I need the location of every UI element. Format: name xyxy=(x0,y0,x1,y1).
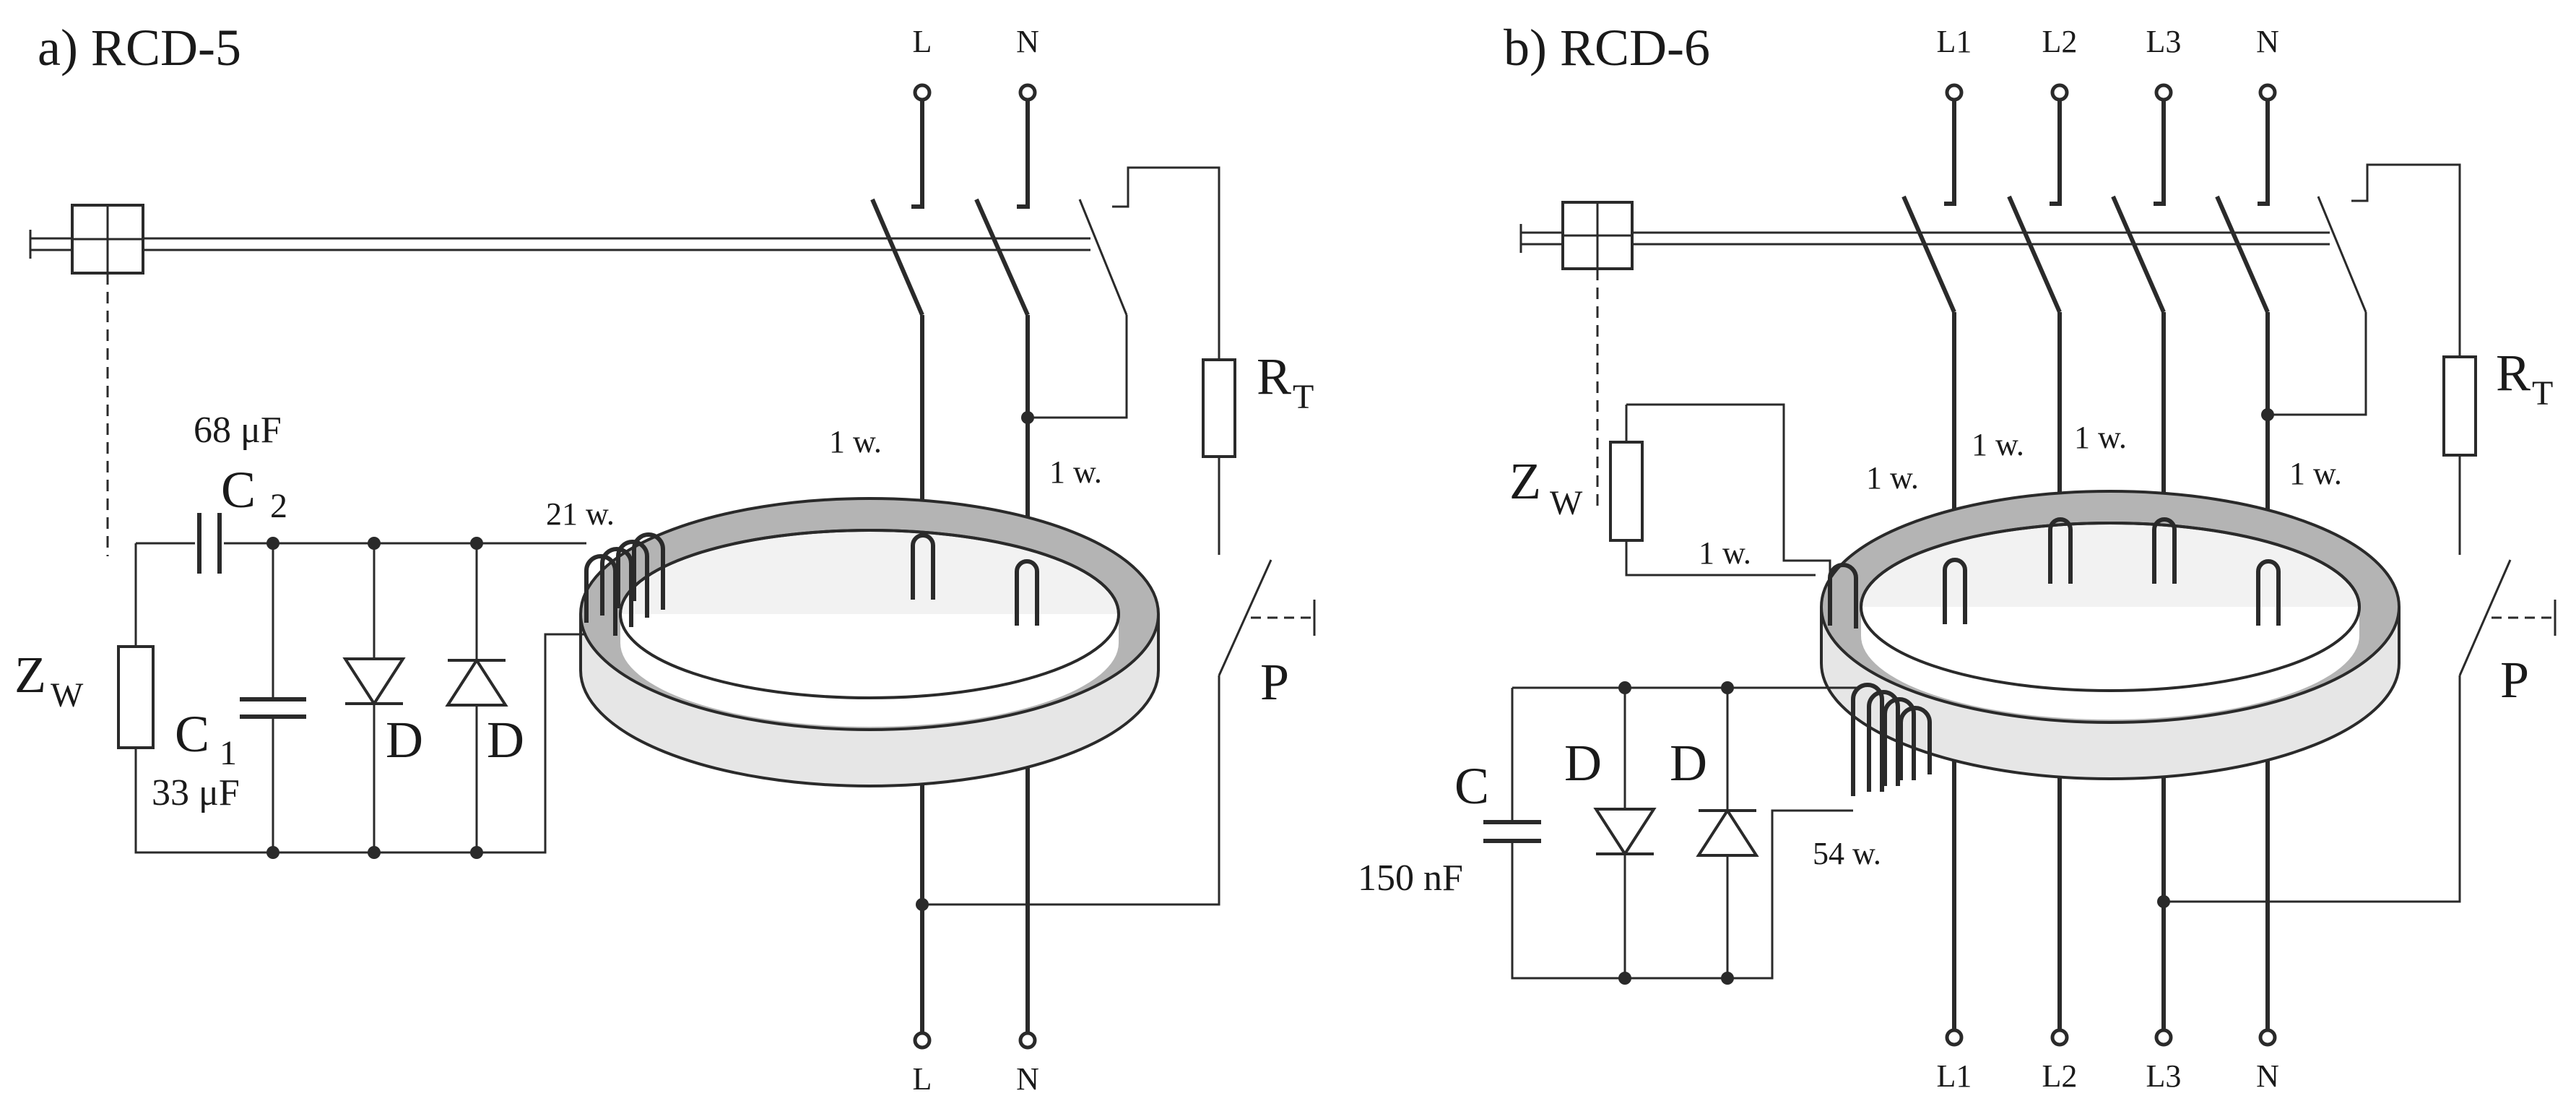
zw-sub: W xyxy=(51,676,84,714)
terminal-top-n: N xyxy=(1016,24,1039,59)
resistor-rt-b xyxy=(2442,355,2477,457)
terminal-top-l3: L3 xyxy=(2146,24,2182,59)
d1-label: D xyxy=(386,711,423,769)
d2-label: D xyxy=(487,711,524,769)
p-label-b: P xyxy=(2500,651,2529,709)
diode-d1-b xyxy=(1595,773,1655,891)
diode-d2-b xyxy=(1697,773,1758,891)
c-value: 150 nF xyxy=(1358,858,1463,899)
capacitor-c xyxy=(1483,820,1541,843)
terminal-top-l: L xyxy=(913,24,932,59)
d2-label-b: D xyxy=(1670,734,1707,792)
turns-zw: 1 w. xyxy=(1699,535,1751,571)
rt-label: R xyxy=(1257,347,1291,405)
capacitor-c2 xyxy=(195,513,224,574)
terminal-bottom-n: N xyxy=(1016,1061,1039,1097)
terminal-bottom-l2: L2 xyxy=(2042,1058,2078,1094)
secondary-winding-b xyxy=(1851,683,1932,796)
terminal-bottom-n-b: N xyxy=(2256,1058,2279,1094)
zw-impedance xyxy=(117,645,155,749)
terminal-top-l-dot xyxy=(913,83,932,102)
c1-sub: 1 xyxy=(220,734,237,772)
zw-impedance-b xyxy=(1609,441,1644,542)
terminal-top-n-dot xyxy=(1018,83,1037,102)
turns-l3: 1 w. xyxy=(2074,420,2127,455)
capacitor-c1 xyxy=(240,543,306,852)
c2-label: C xyxy=(221,461,256,519)
zw-label-b: Z xyxy=(1509,452,1541,510)
d1-label-b: D xyxy=(1564,734,1602,792)
rt-label-b: R xyxy=(2496,344,2531,402)
turns-l: 1 w. xyxy=(829,424,882,459)
c1-value: 33 μF xyxy=(152,772,240,813)
panel-b-title: b) RCD-6 xyxy=(1504,19,1710,77)
turns-l2: 1 w. xyxy=(1972,427,2024,462)
turns-n: 1 w. xyxy=(1049,454,1102,490)
zw-sub-b: W xyxy=(1550,484,1583,522)
turns-n-b: 1 w. xyxy=(2289,456,2342,491)
secondary-winding xyxy=(584,532,665,636)
terminal-top-l1: L1 xyxy=(1937,24,1972,59)
panel-b: b) RCD-6 L1 L2 L3 N xyxy=(1358,19,2557,1094)
turns-secondary: 21 w. xyxy=(546,496,615,532)
rt-sub-b: T xyxy=(2532,374,2553,413)
terminal-top-n-b: N xyxy=(2256,24,2279,59)
p-label: P xyxy=(1260,653,1289,711)
c2-value: 68 μF xyxy=(194,410,282,451)
c1-label: C xyxy=(175,705,209,763)
resistor-rt xyxy=(1202,358,1236,458)
turns-secondary-b: 54 w. xyxy=(1813,836,1881,871)
c2-sub: 2 xyxy=(270,487,287,525)
terminal-bottom-l1: L1 xyxy=(1937,1058,1972,1094)
terminal-bottom-l: L xyxy=(913,1061,932,1097)
rt-sub: T xyxy=(1293,378,1314,416)
c-label: C xyxy=(1454,757,1489,815)
terminal-bottom-l3: L3 xyxy=(2146,1058,2182,1094)
terminal-bottom-n-dot xyxy=(1018,1031,1037,1050)
turns-l1: 1 w. xyxy=(1866,460,1919,496)
panel-a-title: a) RCD-5 xyxy=(38,19,241,77)
zw-label: Z xyxy=(14,646,46,704)
panel-a: a) RCD-5 L N R T P xyxy=(14,19,1316,1097)
terminal-top-l2: L2 xyxy=(2042,24,2078,59)
terminal-bottom-l-dot xyxy=(913,1031,932,1050)
